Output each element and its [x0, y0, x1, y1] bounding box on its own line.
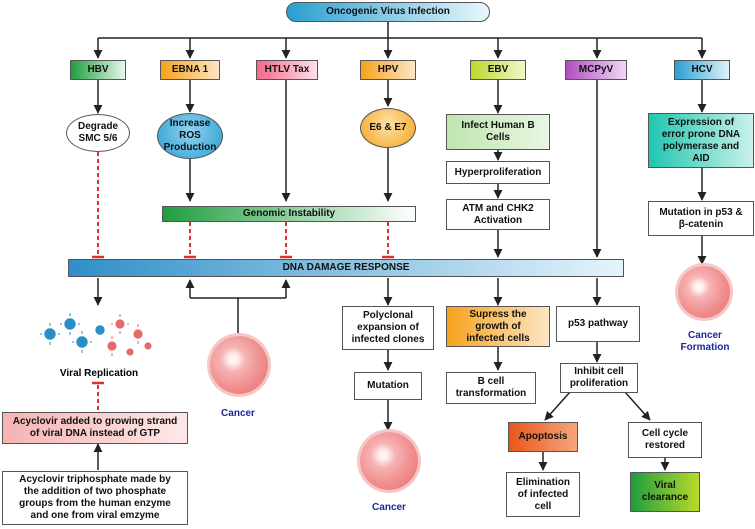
oncogenic-virus-header: Oncogenic Virus Infection — [286, 2, 490, 22]
virus-particle-icons — [40, 312, 160, 362]
suppress-growth-box: Supress the growth of infected cells — [446, 306, 550, 347]
hcv-error-prone-polymerase: Expression of error prone DNA polymerase… — [648, 113, 754, 168]
b-cell-transformation-box: B cell transformation — [446, 372, 536, 404]
inhibit-proliferation-box: Inhibit cell proliferation — [560, 363, 638, 393]
virus-mcpyv: MCPyV — [565, 60, 627, 80]
apoptosis-box: Apoptosis — [508, 422, 578, 452]
ebv-infect-b-cells: Infect Human B Cells — [446, 114, 550, 150]
hpv-effect-oval: E6 & E7 — [360, 108, 416, 148]
viral-replication-label: Viral Replication — [59, 368, 139, 379]
hcv-cancer-formation-label: Cancer Formation — [680, 330, 730, 353]
genomic-instability-bar: Genomic Instability — [162, 206, 416, 222]
cancer-cell-image-middle — [210, 336, 268, 394]
viral-clearance-box: Viral clearance — [630, 472, 700, 512]
cancer-label-bottom: Cancer — [372, 502, 406, 513]
ebv-hyperproliferation: Hyperproliferation — [446, 161, 550, 184]
cell-cycle-restored-box: Cell cycle restored — [628, 422, 702, 458]
ebna-effect-oval: Increase ROS Production — [157, 113, 223, 159]
virus-hpv: HPV — [360, 60, 416, 80]
ebv-atm-chk2: ATM and CHK2 Activation — [446, 199, 550, 230]
cancer-cell-image-bottom — [360, 432, 418, 490]
virus-ebna1: EBNA 1 — [160, 60, 220, 80]
elimination-box: Elimination of infected cell — [506, 472, 580, 517]
cancer-label-middle: Cancer — [221, 408, 255, 419]
virus-ebv: EBV — [470, 60, 526, 80]
virus-htlv-tax: HTLV Tax — [256, 60, 318, 80]
acyclovir-added-box: Acyclovir added to growing strand of vir… — [2, 412, 188, 444]
hcv-cancer-cell-image — [678, 266, 730, 318]
mutation-box: Mutation — [354, 372, 422, 400]
polyclonal-expansion-box: Polyclonal expansion of infected clones — [342, 306, 434, 350]
p53-pathway-box: p53 pathway — [556, 306, 640, 342]
hbv-effect-oval: Degrade SMC 5/6 — [66, 114, 130, 152]
hcv-mutation-p53: Mutation in p53 & β-catenin — [648, 201, 754, 236]
acyclovir-triphosphate-box: Acyclovir triphosphate made by the addit… — [2, 471, 188, 525]
virus-hbv: HBV — [70, 60, 126, 80]
virus-hcv: HCV — [674, 60, 730, 80]
dna-damage-response-bar: DNA DAMAGE RESPONSE — [68, 259, 624, 277]
